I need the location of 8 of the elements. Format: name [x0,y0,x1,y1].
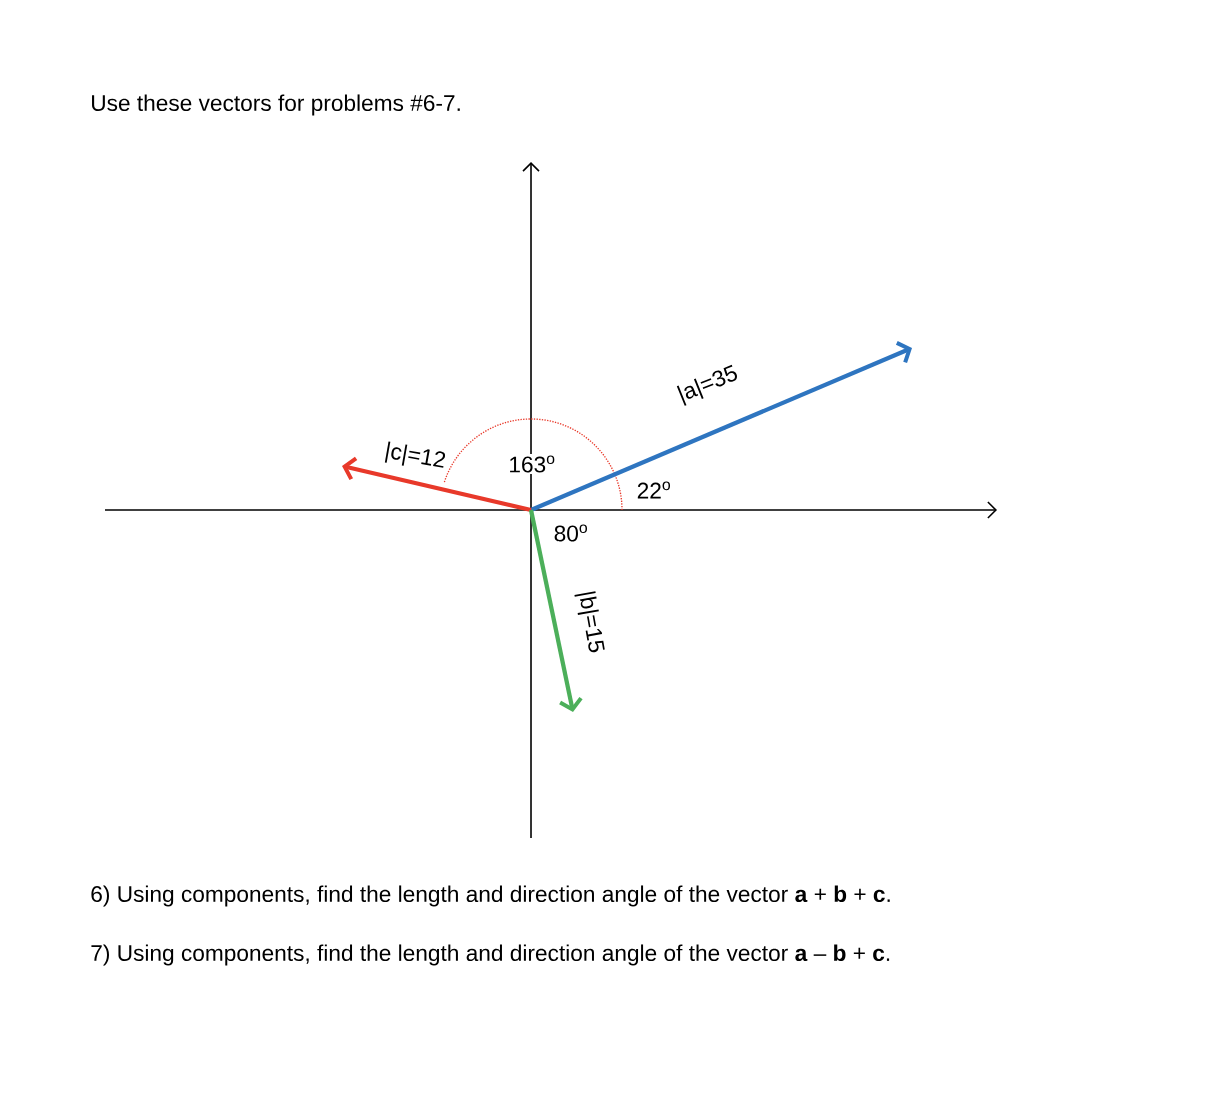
vector-label: 22$^{o}$ [637,481,671,499]
title: Use these vectors for problems #6-7. [92,94,460,116]
vector-label: |c|=12 [384,441,446,468]
vector-label: |b|=15 [574,591,605,653]
problem-text: 6) Using components, find the length and direction angle of the vector a + b + c. [91,885,890,907]
vector-label: 163$^{o}$ [507,454,557,474]
problem-text: 7) Using components, find the length and direction angle of the vector a – b + c. [91,944,890,966]
vector-label: 80$^{o}$ [554,524,588,542]
